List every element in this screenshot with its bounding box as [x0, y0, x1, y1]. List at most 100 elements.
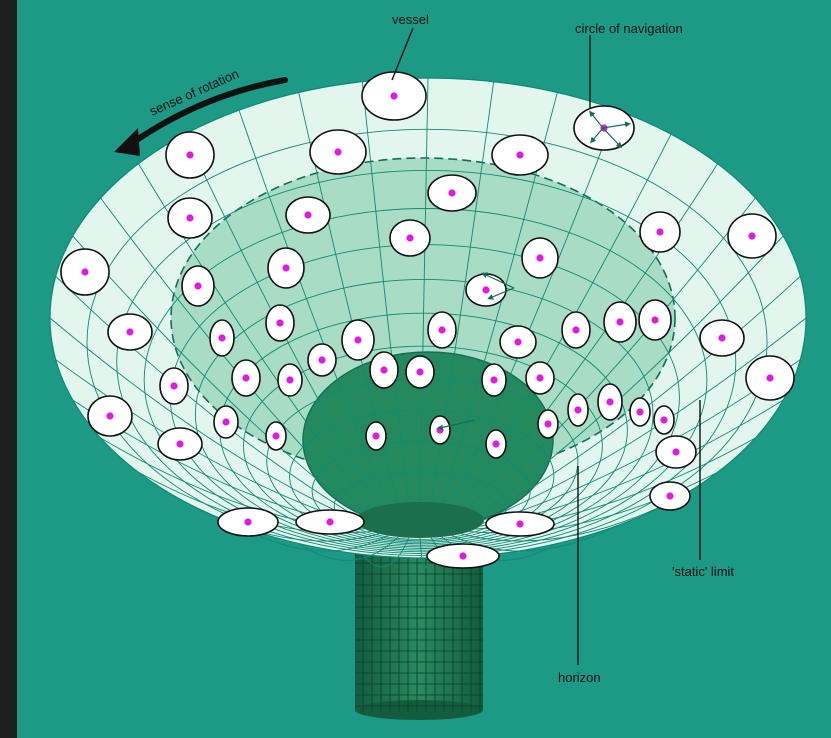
vessel-dot — [186, 151, 194, 159]
vessel-dot — [438, 326, 446, 334]
navigation-arrows — [437, 110, 631, 431]
vessel-cone — [213, 405, 239, 439]
vessel-dot — [194, 282, 202, 290]
vessel-cone — [285, 196, 331, 234]
vessel-cone — [639, 211, 681, 253]
vessel-dot — [276, 319, 284, 327]
vessel-cone — [181, 265, 215, 307]
vessel-label: vessel — [392, 12, 429, 27]
vessel-dot — [304, 211, 312, 219]
vessel-cone — [465, 273, 507, 307]
vessel-cone — [649, 481, 691, 511]
vessel-dot — [651, 316, 659, 324]
vessel-dot — [656, 228, 664, 236]
vessel-cone — [167, 197, 213, 239]
vessel-dot — [666, 492, 674, 500]
vessel-dot — [222, 418, 230, 426]
vessel-dot — [536, 374, 544, 382]
static-limit-label: 'static' limit — [672, 564, 734, 579]
vessel-dot — [544, 420, 552, 428]
vessel-cone — [369, 351, 399, 389]
vessel-dot — [326, 518, 334, 526]
vessel-dot — [272, 432, 280, 440]
vessel-cone — [426, 543, 500, 569]
vessel-dot — [459, 552, 467, 560]
vessel-cone — [603, 301, 637, 343]
vessel-cone — [107, 313, 153, 351]
vessel-cone — [217, 507, 279, 537]
vessel-cone — [389, 219, 431, 257]
vessels — [60, 71, 795, 569]
vessel-dot — [390, 92, 398, 100]
vessel-cone — [597, 383, 623, 421]
vessel-cone — [307, 343, 337, 377]
vessel-dot — [176, 440, 184, 448]
vessel-dot — [380, 366, 388, 374]
vessel-dot — [606, 398, 614, 406]
vessel-dot — [636, 408, 644, 416]
vessel-dot — [186, 214, 194, 222]
vessel-cone — [638, 299, 672, 341]
vessel-cone — [567, 393, 589, 427]
vessel-cone — [295, 509, 365, 535]
vessel-cone — [267, 247, 305, 289]
vessel-dot — [574, 406, 582, 414]
vessel-cone — [157, 427, 203, 461]
vessel-dot — [244, 518, 252, 526]
vessel-cone — [165, 131, 215, 179]
vessel-cone — [655, 435, 697, 469]
vessel-cone — [365, 421, 387, 451]
vessel-cone — [341, 319, 375, 361]
vessel-dot — [354, 336, 362, 344]
horizon-label: horizon — [558, 670, 601, 685]
vessel-dot — [536, 254, 544, 262]
circle-of-navigation-label: circle of navigation — [575, 21, 683, 36]
vessel-cone — [745, 355, 795, 401]
vessel-dot — [482, 286, 490, 294]
vessel-dot — [416, 368, 424, 376]
vessel-cone — [209, 319, 235, 357]
vessel-dot — [660, 416, 668, 424]
vessel-dot — [334, 148, 342, 156]
vessel-cone — [499, 325, 537, 359]
vessel-cone — [429, 415, 451, 445]
vessel-dot — [81, 268, 89, 276]
vessel-cone — [87, 395, 133, 437]
vessel-cone — [265, 304, 295, 342]
vessel-dot — [516, 520, 524, 528]
vessel-dot — [126, 328, 134, 336]
vessel-cone — [525, 361, 555, 395]
vessel-dot — [448, 189, 456, 197]
vessel-dot — [672, 448, 680, 456]
vessel-dot — [318, 356, 326, 364]
leader-lines — [391, 27, 701, 665]
vessel-cone — [309, 129, 367, 175]
vessel-dot — [286, 376, 294, 384]
vessel-dot — [282, 264, 290, 272]
vessel-dot — [170, 382, 178, 390]
vessel-dot — [516, 151, 524, 159]
vessel-cone — [653, 405, 675, 435]
vessel-cone — [481, 363, 507, 397]
vessel-cone — [60, 248, 110, 296]
vessel-cone — [361, 71, 427, 121]
vessel-dot — [406, 234, 414, 242]
vessel-cone — [231, 359, 261, 397]
vessel-dot — [572, 326, 580, 334]
vessel-dot — [106, 412, 114, 420]
vessel-dot — [218, 334, 226, 342]
vessel-cone — [629, 397, 651, 427]
vessel-dot — [718, 334, 726, 342]
vessel-cone — [727, 213, 777, 259]
vessel-dot — [766, 374, 774, 382]
funnel-surface — [49, 77, 807, 570]
vessel-dot — [748, 232, 756, 240]
vessel-cone — [265, 421, 287, 451]
vessel-cone — [561, 311, 591, 349]
vessel-dot — [242, 374, 250, 382]
vessel-cone — [485, 429, 507, 459]
vessel-cone — [699, 319, 745, 357]
vessel-dot — [372, 432, 380, 440]
vessel-cone — [277, 363, 303, 397]
ergosphere-region — [171, 158, 675, 478]
